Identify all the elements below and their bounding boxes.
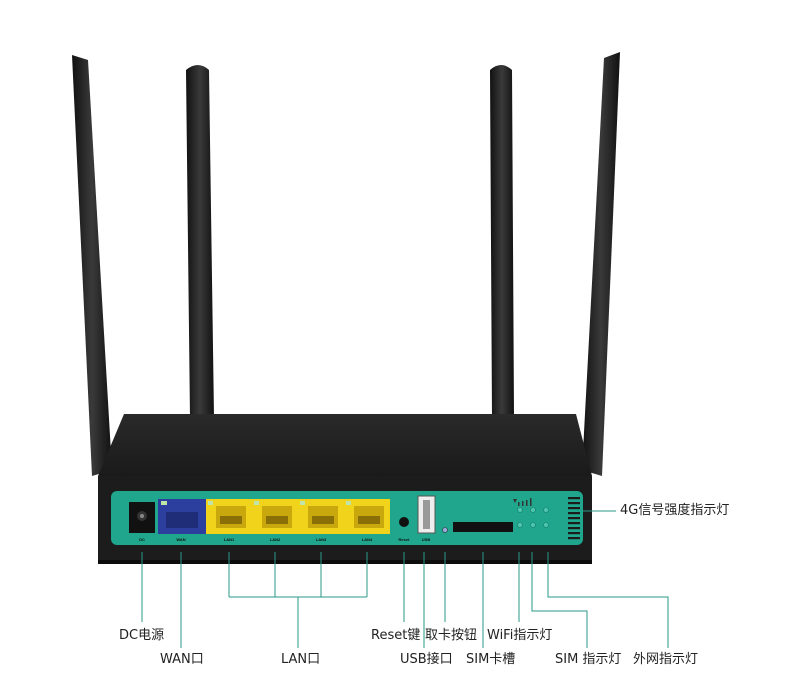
port-label-lan4: LAN4 [362, 537, 373, 542]
antenna-right-outer [582, 52, 620, 476]
signal-strength-leds [513, 498, 532, 506]
callout-lan: LAN口 [281, 652, 321, 667]
callout-wan: WAN口 [160, 652, 204, 667]
port-label-usb: USB [422, 537, 431, 542]
callout-internet-led: 外网指示灯 [633, 652, 699, 667]
sim-eject-button [442, 527, 448, 533]
antenna-left-inner [186, 65, 214, 418]
reset-button [399, 517, 409, 527]
callout-sim-slot: SIM卡槽 [466, 652, 516, 667]
port-label-lan1: LAN1 [224, 537, 235, 542]
callout-usb: USB接口 [400, 652, 453, 667]
leader-lines [141, 510, 669, 648]
callout-dc-power: DC电源 [119, 628, 165, 643]
port-label-lan2: LAN2 [270, 537, 281, 542]
antenna-left-outer [72, 55, 112, 476]
port-label-lan3: LAN3 [316, 537, 327, 542]
callout-reset: Reset键 [371, 628, 421, 643]
callout-signal-led: 4G信号强度指示灯 [620, 503, 730, 518]
port-label-dc: DC [139, 537, 145, 542]
antenna-right-inner [490, 65, 514, 418]
port-label-reset: Reset [399, 537, 411, 542]
sim-slot [453, 522, 513, 532]
port-label-wan: WAN [176, 537, 185, 542]
callout-sim-led: SIM 指示灯 [555, 652, 622, 667]
router-top [98, 414, 592, 476]
vent-grille [568, 497, 580, 540]
callout-wifi-led: WiFi指示灯 [487, 628, 553, 643]
callout-sim-eject: 取卡按钮 [425, 628, 478, 643]
